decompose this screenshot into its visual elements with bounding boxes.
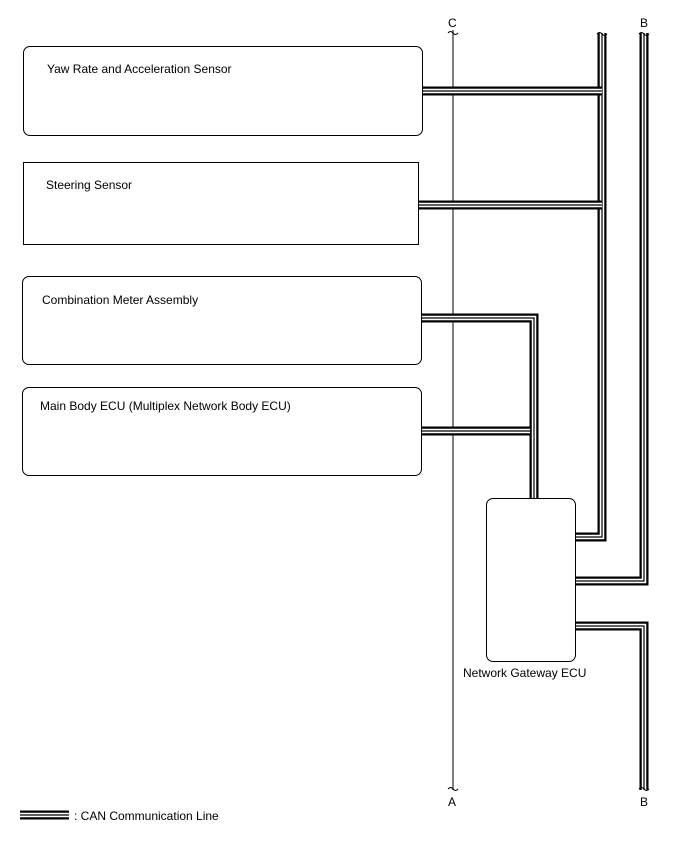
connector-b-bottom-label: B: [640, 795, 649, 809]
connector-c-label: C: [448, 16, 457, 30]
can-bus-left: [422, 313, 539, 498]
steering-sensor-label: Steering Sensor: [46, 178, 133, 192]
combination-meter-box: [22, 276, 422, 365]
steering-sensor-box: [23, 162, 419, 245]
can-bus-b-bottom: [576, 621, 650, 791]
yaw-rate-sensor-box: [23, 46, 423, 136]
can-bus-upper: [419, 32, 608, 542]
main-body-ecu-box: [22, 387, 422, 476]
connector-b-top-label: B: [640, 16, 649, 30]
connector-a-label: A: [448, 795, 457, 809]
yaw-rate-sensor-label: Yaw Rate and Acceleration Sensor: [47, 62, 232, 76]
can-bus-b-top: [576, 32, 650, 586]
legend-label: : CAN Communication Line: [74, 809, 219, 823]
network-gateway-ecu-label: Network Gateway ECU: [463, 666, 587, 680]
main-body-ecu-label: Main Body ECU (Multiplex Network Body EC…: [40, 399, 291, 413]
network-gateway-ecu-box: [486, 498, 576, 662]
combination-meter-label: Combination Meter Assembly: [42, 293, 199, 307]
